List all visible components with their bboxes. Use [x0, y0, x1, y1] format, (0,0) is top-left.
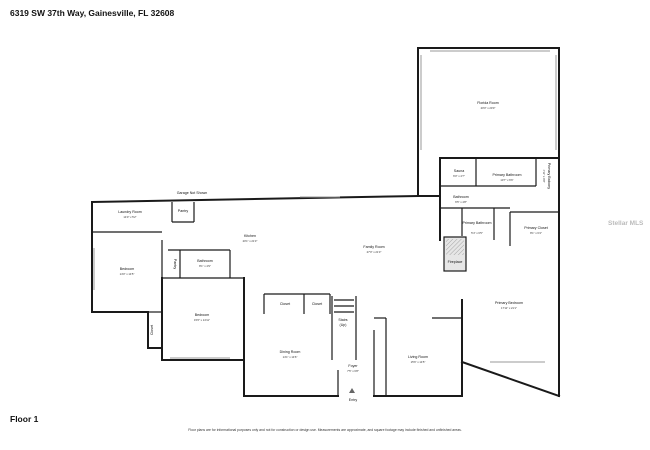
entry-label: Entry [349, 398, 358, 402]
closet-left-name: Closet [150, 325, 154, 335]
primary-closet-name: Primary Closet [524, 226, 548, 230]
family-room-dims: 27'0" x 21'3" [367, 250, 382, 254]
interior-walls [92, 202, 462, 396]
pantry-name: Pantry [178, 209, 189, 213]
bathroom-upper-name: Bathroom [453, 195, 469, 199]
primary-bathroom-name: Primary Bathroom [493, 173, 522, 177]
sauna-dims: 6'0" x 4'7" [453, 174, 465, 178]
fireplace-box [443, 236, 467, 272]
kitchen-dims: 20'1" x 21'3" [243, 239, 258, 243]
disclaimer: Floor plans are for informational purpos… [188, 428, 462, 432]
dining-room-dims: 14'1" x 14'6" [283, 355, 298, 359]
living-room-dims: 15'6" x 14'5" [411, 360, 426, 364]
entry-arrow-icon [349, 388, 355, 393]
bedroom-mid-dims: 15'6" x 14'11" [194, 318, 210, 322]
pantry-2-name: Pantry [173, 259, 177, 270]
stairs-label-1: Stairs [338, 318, 347, 322]
stairs-label-2: (Up) [340, 323, 347, 327]
primary-bedroom-dims: 17'11" x 21'1" [501, 306, 517, 310]
closet-1-name: Closet [280, 302, 290, 306]
watermark: Stellar MLS [608, 220, 644, 227]
florida-room-name: Florida Room [477, 101, 499, 105]
bedroom-mid-name: Bedroom [195, 313, 210, 317]
primary-bedroom-name: Primary Bedroom [495, 301, 523, 305]
bathroom-mid-name: Bathroom [197, 259, 213, 263]
closet-2-name: Closet [312, 302, 322, 306]
sauna-name: Sauna [454, 169, 464, 173]
laundry-room-dims: 14'0" x 5'2" [123, 215, 136, 219]
primary-bathroom-2-dims: 5'4" x 6'5" [471, 231, 483, 235]
primary-closet-dims: 8'1" x 6'4" [530, 231, 542, 235]
bedroom-left-name: Bedroom [120, 267, 135, 271]
foyer-dims: 7'5" x 6'8" [347, 369, 359, 373]
garage-note: Garage Not Shown [177, 191, 208, 195]
primary-bathroom-2-name: Primary Bathroom [463, 221, 492, 225]
kitchen-name: Kitchen [244, 234, 256, 238]
main-walls [90, 194, 561, 398]
primary-balcony-dims: 4'11" x 6'8" [542, 169, 546, 182]
living-room-name: Living Room [408, 355, 428, 359]
stairs [334, 299, 354, 313]
florida-room-dims: 20'0" x 20'0" [481, 106, 496, 110]
primary-balcony-name: Primary Balcony [547, 163, 551, 189]
dining-room-name: Dining Room [280, 350, 301, 354]
laundry-room-name: Laundry Room [118, 210, 142, 214]
primary-bathroom-dims: 10'7" x 6'6" [500, 178, 513, 182]
bathroom-upper-dims: 6'5" x 4'8" [455, 200, 467, 204]
bedroom-left-dims: 14'0" x 14'5" [120, 272, 135, 276]
page-title: 6319 SW 37th Way, Gainesville, FL 32608 [10, 8, 175, 18]
fireplace-name: Fireplace [448, 260, 463, 264]
family-room-name: Family Room [363, 245, 384, 249]
primary-bath-walls [439, 157, 560, 397]
florida-room-walls [417, 47, 560, 197]
bathroom-mid-dims: 8'1" x 4'9" [199, 264, 211, 268]
floor-label: Floor 1 [10, 414, 39, 424]
foyer-name: Foyer [348, 364, 358, 368]
